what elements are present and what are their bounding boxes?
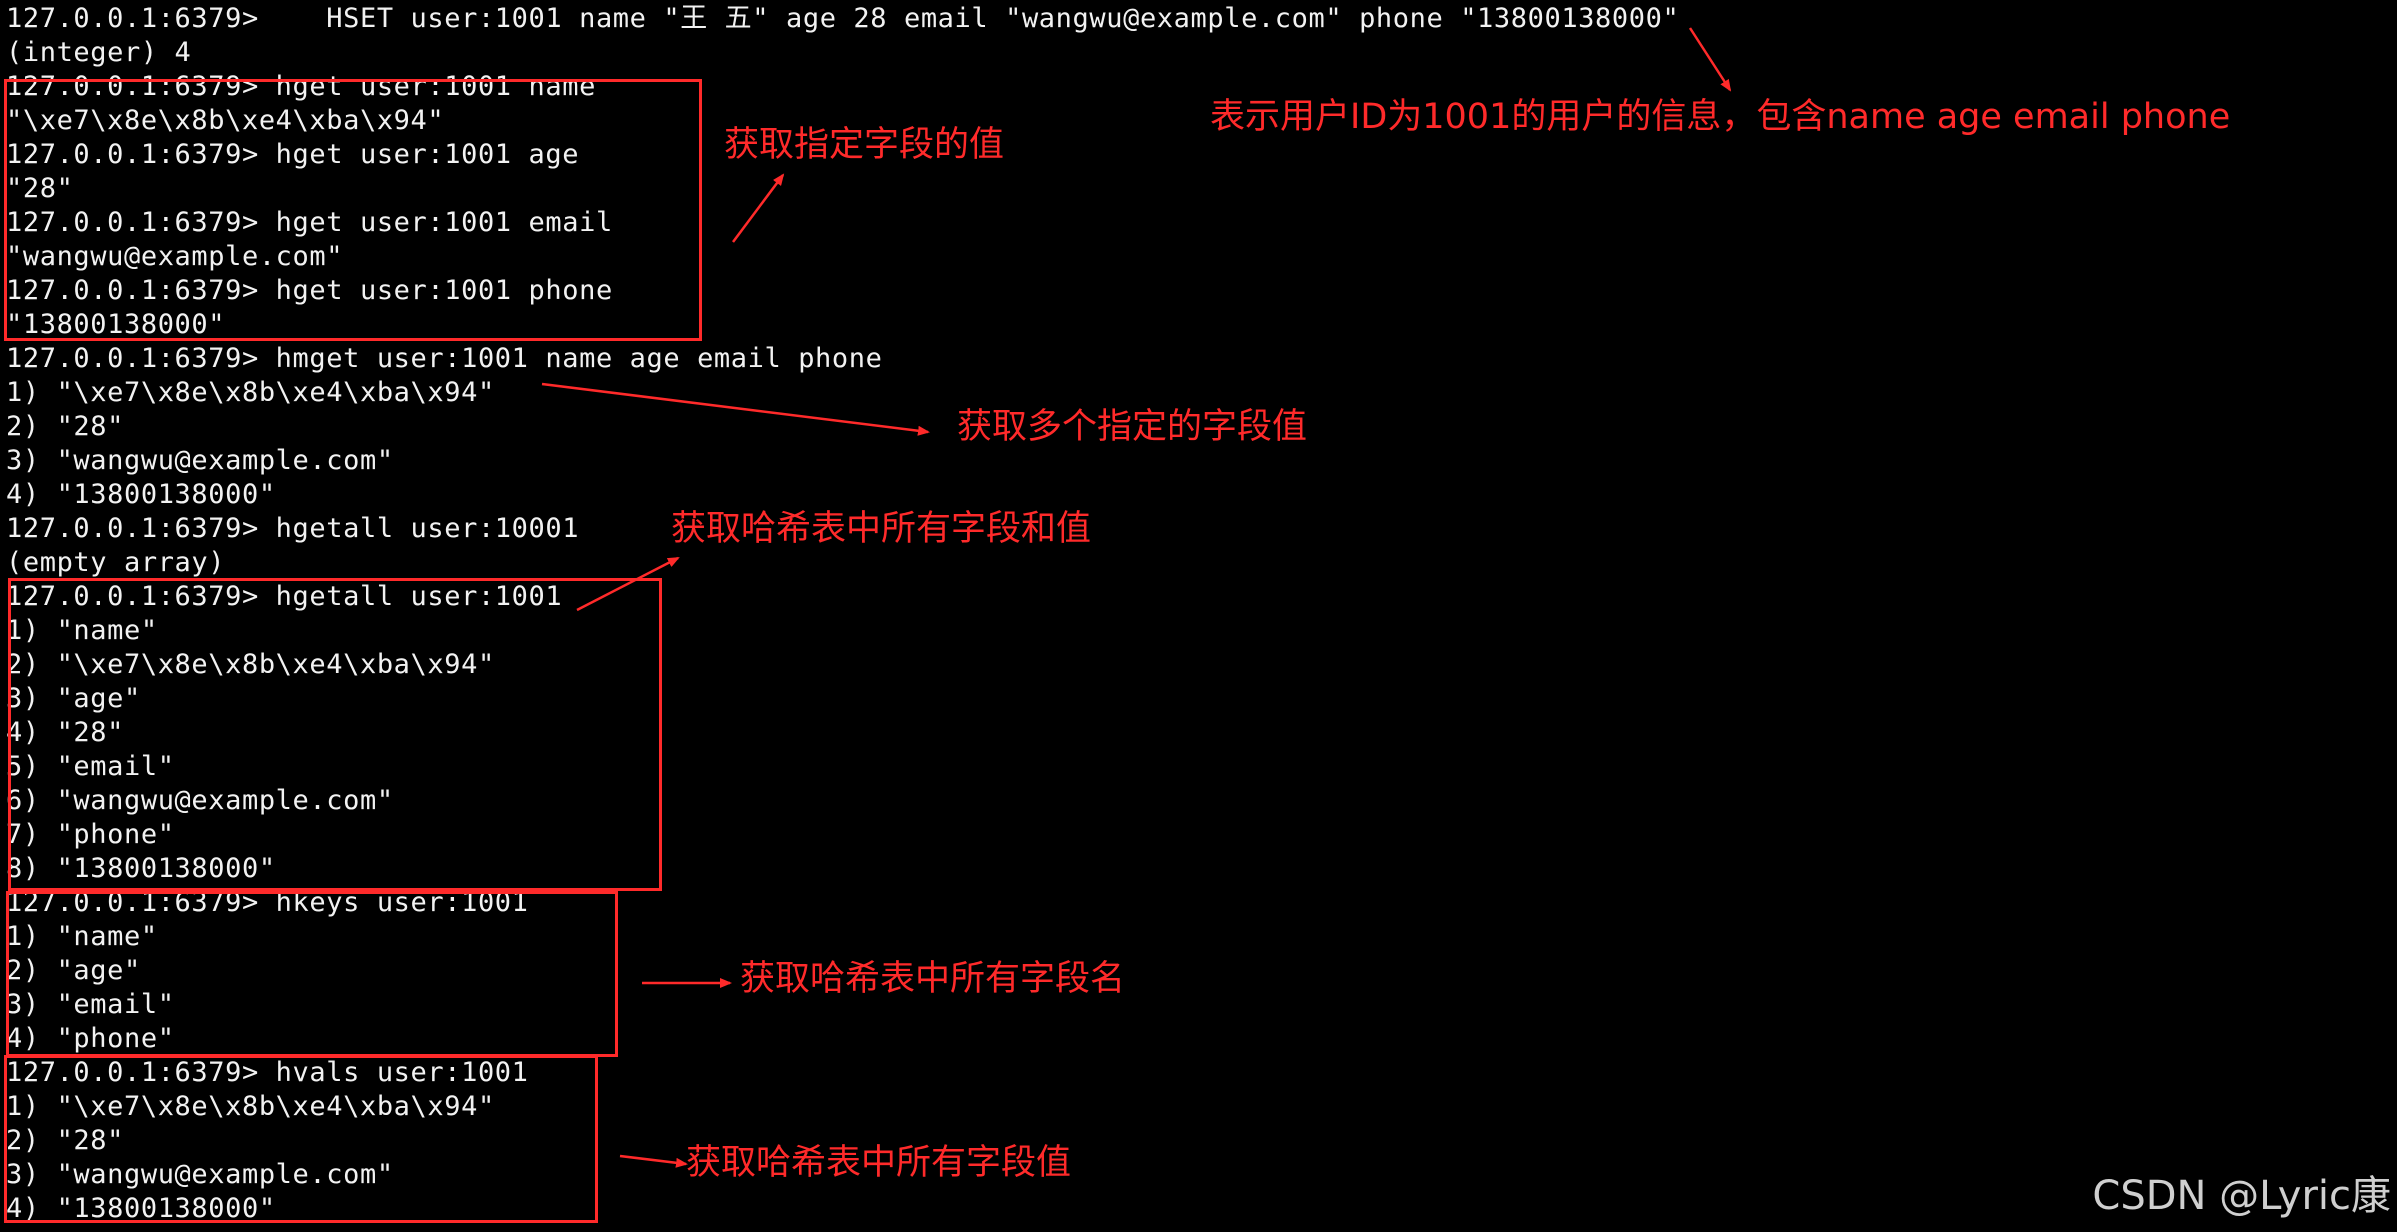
terminal-line: 4) "13800138000" [6,1193,276,1224]
terminal-line: 2) "28" [6,411,124,442]
terminal-line: 8) "13800138000" [6,853,276,884]
hmget-arrow [541,382,930,436]
hset-annotation: 表示用户ID为1001的用户的信息，包含name age email phone [1210,97,2231,137]
terminal-line: 4) "28" [6,717,124,748]
terminal-line: 3) "age" [6,683,141,714]
terminal-line: "wangwu@example.com" [6,241,344,272]
terminal-line: (empty array) [6,547,226,578]
terminal-line: 4) "phone" [6,1023,175,1054]
terminal-line: 1) "name" [6,921,158,952]
terminal-line: 127.0.0.1:6379> hget user:1001 phone [6,275,613,306]
hvals-highlight-box [4,1055,598,1223]
terminal-line: 1) "name" [6,615,158,646]
terminal-line: "28" [6,173,74,204]
hvals-arrow [619,1154,688,1168]
terminal-line: 127.0.0.1:6379> hget user:1001 age [6,139,580,170]
terminal-line: 3) "email" [6,989,175,1020]
terminal-line: 2) "age" [6,955,141,986]
hgetall-arrow [576,556,680,612]
hget-annotation: 获取指定字段的值 [724,125,1005,165]
terminal-line: "13800138000" [6,309,226,340]
terminal-line: 127.0.0.1:6379> HSET user:1001 name "王 五… [6,3,1680,34]
terminal-line: 127.0.0.1:6379> hgetall user:10001 [6,513,580,544]
terminal-line: 127.0.0.1:6379> hget user:1001 email [6,207,613,238]
terminal-line: (integer) 4 [6,37,192,68]
terminal-line: 2) "\xe7\x8e\x8b\xe4\xba\x94" [6,649,495,680]
terminal-line: 7) "phone" [6,819,175,850]
terminal-line: 6) "wangwu@example.com" [6,785,394,816]
terminal-line: 5) "email" [6,751,175,782]
terminal-line: 1) "\xe7\x8e\x8b\xe4\xba\x94" [6,377,495,408]
hkeys-annotation: 获取哈希表中所有字段名 [740,959,1126,999]
hgetall-annotation: 获取哈希表中所有字段和值 [671,509,1092,549]
terminal-line: 127.0.0.1:6379> hget user:1001 name [6,71,596,102]
terminal-line: 2) "28" [6,1125,124,1156]
terminal-line: 4) "13800138000" [6,479,276,510]
terminal-line: 127.0.0.1:6379> hgetall user:1001 [6,581,563,612]
hgetall-highlight-box [8,578,662,891]
csdn-watermark: CSDN @Lyric康 [2092,1173,2391,1219]
terminal-line: 3) "wangwu@example.com" [6,445,394,476]
hmget-annotation: 获取多个指定的字段值 [957,407,1308,447]
terminal-line: "\xe7\x8e\x8b\xe4\xba\x94" [6,105,445,136]
terminal-line: 127.0.0.1:6379> hmget user:1001 name age… [6,343,883,374]
terminal-line: 1) "\xe7\x8e\x8b\xe4\xba\x94" [6,1091,495,1122]
hvals-annotation: 获取哈希表中所有字段值 [686,1143,1072,1183]
hget-arrow [731,173,785,243]
hset-arrow [1688,27,1732,92]
terminal-line: 3) "wangwu@example.com" [6,1159,394,1190]
terminal-line: 127.0.0.1:6379> hvals user:1001 [6,1057,529,1088]
hget-highlight-box [4,79,702,341]
